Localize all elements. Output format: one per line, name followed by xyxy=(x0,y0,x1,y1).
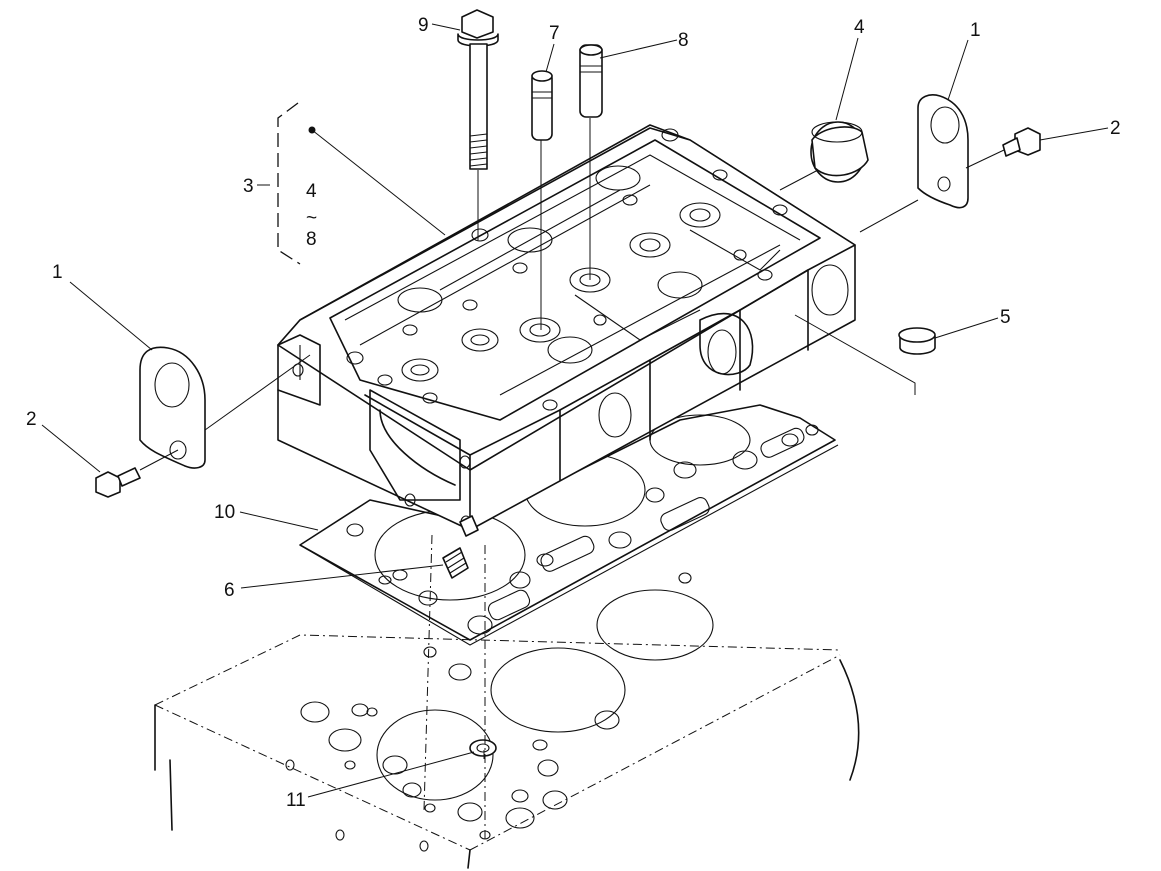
leader-lines xyxy=(41,23,1109,798)
callout-9: 9 xyxy=(418,15,429,36)
lifting-bracket-right xyxy=(917,94,969,209)
lifting-bracket-left xyxy=(139,346,206,469)
callout-1-right: 1 xyxy=(970,20,981,41)
alignment-lines xyxy=(139,118,1005,840)
valve-guide-8 xyxy=(579,44,603,118)
callout-1-left: 1 xyxy=(52,262,63,283)
callout-2-left: 2 xyxy=(26,409,37,430)
callout-2-right: 2 xyxy=(1110,118,1121,139)
callout-5: 5 xyxy=(1000,307,1011,328)
callout-8: 8 xyxy=(678,30,689,51)
callout-3-range-from: 4 xyxy=(306,181,317,202)
callout-7: 7 xyxy=(549,23,560,44)
small-cap xyxy=(898,327,936,355)
callout-6: 6 xyxy=(224,580,235,601)
callout-3: 3 xyxy=(243,176,254,197)
callout-10: 10 xyxy=(214,502,235,523)
bolt-left xyxy=(95,467,141,498)
bolt-right xyxy=(1002,127,1041,157)
head-gasket xyxy=(299,404,839,646)
valve-guide-7 xyxy=(531,70,553,141)
callout-3-range-sep: ~ xyxy=(306,208,317,229)
stud xyxy=(442,515,479,579)
callout-11: 11 xyxy=(286,790,306,811)
callout-3-range-to: 8 xyxy=(306,229,317,250)
head-bolt xyxy=(457,9,499,170)
callout-4: 4 xyxy=(854,17,865,38)
washer xyxy=(469,739,497,757)
plug-cap xyxy=(810,121,869,183)
